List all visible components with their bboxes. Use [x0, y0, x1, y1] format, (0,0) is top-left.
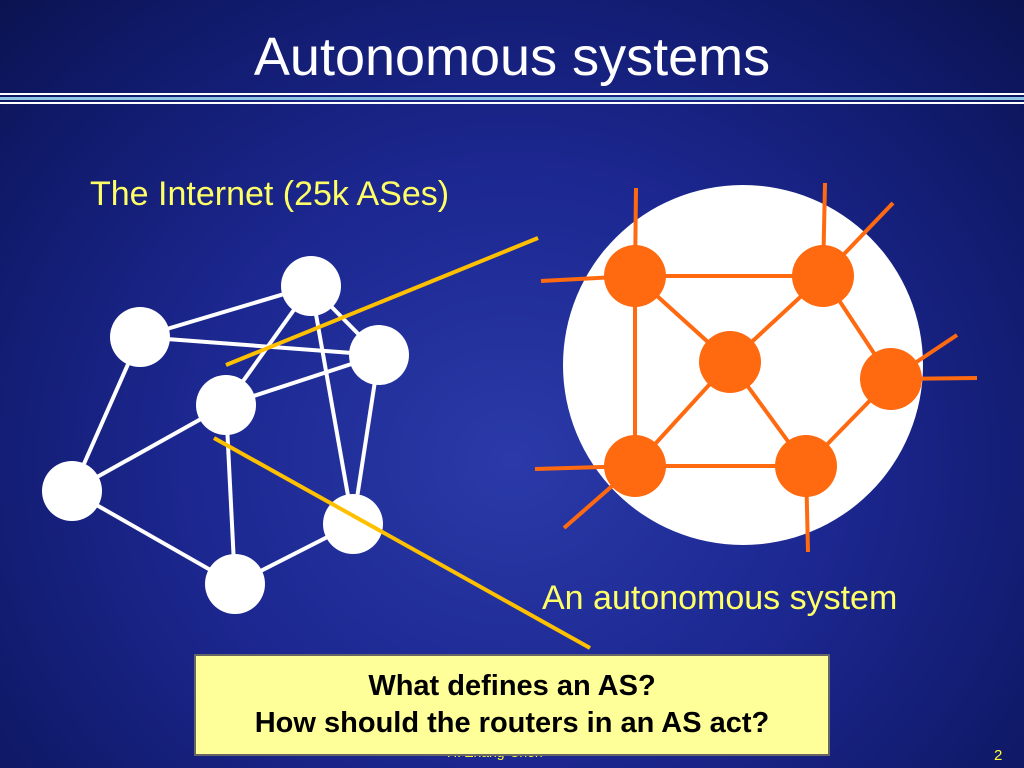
internet-node	[349, 325, 409, 385]
autonomous-system-label: An autonomous system	[542, 579, 898, 617]
internet-label: The Internet (25k ASes)	[90, 175, 450, 213]
as-router	[775, 435, 837, 497]
as-router	[604, 245, 666, 307]
zoom-line-upper	[225, 236, 539, 367]
internet-node	[281, 256, 341, 316]
internet-edge	[139, 335, 380, 357]
title-rule-middle	[0, 97, 1024, 100]
internet-nodes	[42, 256, 409, 614]
internet-node	[205, 554, 265, 614]
title-rule-bottom	[0, 102, 1024, 104]
page-number: 2	[994, 747, 1003, 764]
internet-node	[42, 461, 102, 521]
as-router	[699, 331, 761, 393]
as-routers	[604, 245, 922, 497]
question-line: How should the routers in an AS act?	[254, 707, 770, 739]
as-router	[860, 348, 922, 410]
zoom-line-lower	[213, 436, 591, 650]
title-rule-top	[0, 93, 1024, 95]
internet-node	[196, 375, 256, 435]
slide-title: Autonomous systems	[253, 27, 771, 87]
question-box: What defines an AS? How should the route…	[194, 654, 830, 756]
zoom-lines	[213, 236, 591, 650]
question-line: What defines an AS?	[368, 670, 656, 702]
internet-edge	[71, 489, 236, 586]
as-router	[604, 435, 666, 497]
as-router	[792, 245, 854, 307]
internet-node	[110, 307, 170, 367]
